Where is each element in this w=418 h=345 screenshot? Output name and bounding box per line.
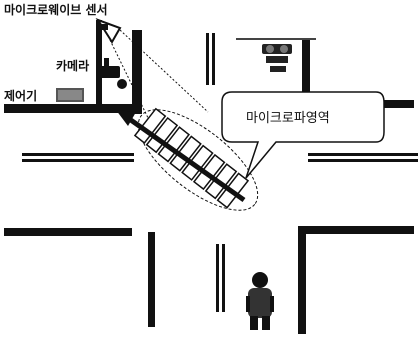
center-line-right xyxy=(308,153,418,162)
microwave-area-callout xyxy=(221,91,385,179)
controller-label: 제어기 xyxy=(4,88,37,103)
camera-label: 카메라 xyxy=(56,58,89,73)
center-line-left xyxy=(22,153,134,162)
camera-icon xyxy=(100,58,127,89)
traffic-signal-icon xyxy=(236,38,316,72)
crosswalk-stripes xyxy=(133,107,250,209)
center-line-top xyxy=(206,33,215,85)
pedestrian-icon xyxy=(246,272,274,330)
microwave-sensor-label: 마이크로웨이브 센서 xyxy=(4,2,108,17)
microwave-area-label: 마이크로파영역 xyxy=(246,111,330,126)
center-line-bottom xyxy=(216,244,225,312)
road-corner-top-left xyxy=(4,30,142,114)
sensor-beam-lines xyxy=(109,29,209,123)
road-corner-bottom-left xyxy=(4,228,155,327)
microwave-area-ellipse xyxy=(137,109,259,211)
detection-arrow xyxy=(116,110,246,203)
road-corner-bottom-right xyxy=(298,226,414,334)
controller-box xyxy=(56,88,84,102)
sensor-pole xyxy=(96,20,102,112)
microwave-sensor-icon xyxy=(95,18,122,44)
